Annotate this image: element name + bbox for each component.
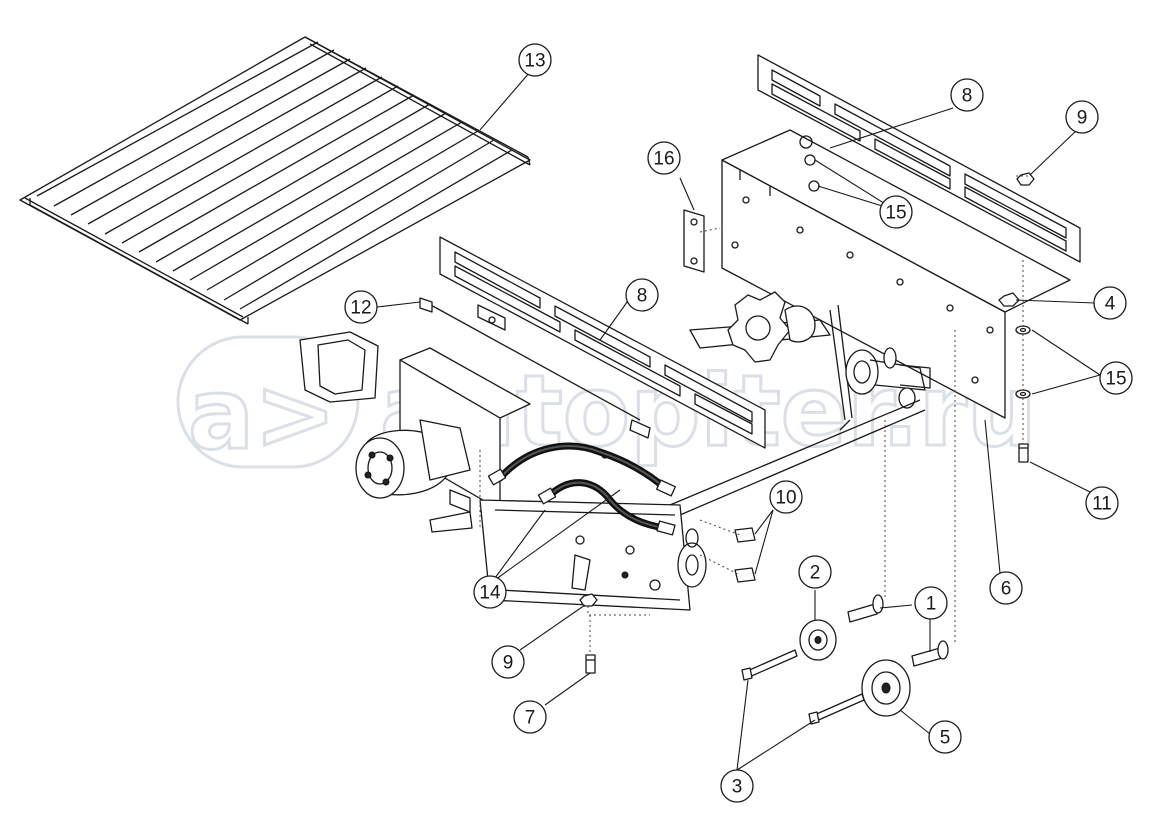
svg-text:8: 8 xyxy=(637,286,648,307)
callout-3: 3 xyxy=(720,769,754,803)
callout-10: 10 xyxy=(769,480,803,514)
part-10-fittings xyxy=(734,527,756,583)
callout-14: 14 xyxy=(473,575,507,609)
part-8-left-bracket xyxy=(439,236,766,449)
callout-11: 11 xyxy=(1085,486,1119,520)
part-1-pins xyxy=(847,594,949,667)
part-12-sensor-cable xyxy=(419,297,651,439)
svg-text:10: 10 xyxy=(775,488,796,509)
svg-text:1: 1 xyxy=(926,594,937,615)
part-13-slat-mat xyxy=(19,36,531,325)
svg-text:9: 9 xyxy=(503,653,514,674)
part-8-right-bracket xyxy=(757,54,1081,263)
callouts: 13 16 8 9 15 4 15 11 xyxy=(344,43,1133,803)
callout-2: 2 xyxy=(798,555,832,589)
callout-4: 4 xyxy=(1093,286,1127,320)
callout-6: 6 xyxy=(989,571,1023,605)
svg-text:8: 8 xyxy=(962,86,973,107)
svg-text:9: 9 xyxy=(1077,108,1088,129)
part-7-bolt xyxy=(585,654,596,674)
svg-text:13: 13 xyxy=(524,51,545,72)
callout-13: 13 xyxy=(518,43,552,77)
callout-9-bottom: 9 xyxy=(491,645,525,679)
assembly-dashed-lines xyxy=(479,175,1030,655)
svg-text:15: 15 xyxy=(885,203,906,224)
callout-5: 5 xyxy=(928,720,962,754)
svg-text:11: 11 xyxy=(1092,494,1112,515)
svg-text:7: 7 xyxy=(525,708,536,729)
part-14-hoses xyxy=(487,442,677,536)
callout-15-right: 15 xyxy=(1099,361,1133,395)
callout-7: 7 xyxy=(513,700,547,734)
part-4-nut xyxy=(998,292,1020,307)
svg-text:5: 5 xyxy=(940,728,951,749)
callout-15-top: 15 xyxy=(879,195,913,229)
svg-text:6: 6 xyxy=(1001,579,1012,600)
part-16-plate xyxy=(683,209,705,273)
part-5-roller xyxy=(861,659,911,717)
part-11-bolt xyxy=(1018,443,1029,463)
leader-lines xyxy=(376,71,1101,771)
callout-16: 16 xyxy=(647,141,681,175)
callout-8-right: 8 xyxy=(950,78,984,112)
part-2-roller xyxy=(799,619,837,661)
callout-9-top: 9 xyxy=(1065,100,1099,134)
svg-text:3: 3 xyxy=(732,777,743,798)
svg-text:2: 2 xyxy=(810,563,821,584)
svg-text:4: 4 xyxy=(1105,294,1116,315)
svg-text:15: 15 xyxy=(1105,369,1126,390)
part-3-bolts xyxy=(741,649,865,725)
svg-text:16: 16 xyxy=(653,149,674,170)
drive-shaft-assembly xyxy=(669,291,931,516)
svg-text:14: 14 xyxy=(479,583,501,604)
callout-1: 1 xyxy=(914,586,948,620)
callout-8-left: 8 xyxy=(625,278,659,312)
watermark-logo-frame xyxy=(176,335,360,469)
callout-12: 12 xyxy=(344,290,378,324)
svg-text:12: 12 xyxy=(350,298,371,319)
